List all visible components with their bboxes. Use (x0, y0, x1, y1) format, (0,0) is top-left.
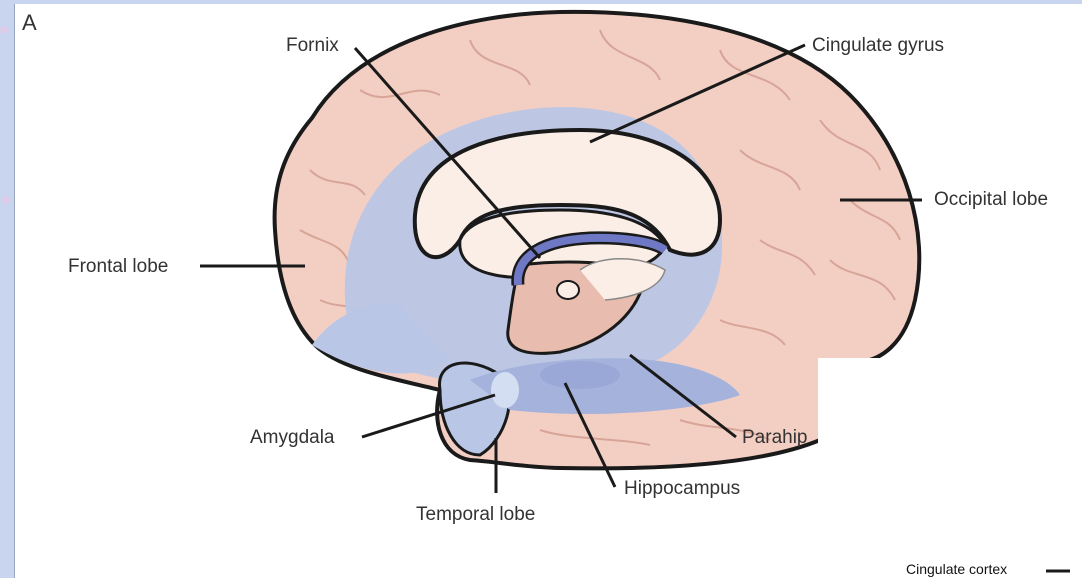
hippocampus-shape (540, 361, 620, 389)
label-temporal-lobe: Temporal lobe (416, 505, 535, 524)
label-amygdala: Amygdala (250, 428, 335, 447)
mammillary-body (557, 281, 579, 299)
cutout-mask (818, 358, 938, 468)
label-hippocampus: Hippocampus (624, 479, 740, 498)
panel-letter: A (22, 12, 37, 34)
label-frontal-lobe: Frontal lobe (68, 257, 168, 276)
label-cingulate-gyrus: Cingulate gyrus (812, 36, 944, 55)
label-cingulate-cortex: Cingulate cortex (906, 562, 1007, 576)
amygdala-shape (491, 372, 519, 408)
label-fornix: Fornix (286, 36, 339, 55)
label-occipital-lobe: Occipital lobe (934, 190, 1048, 209)
label-parahippocampal: Parahip (742, 428, 808, 447)
